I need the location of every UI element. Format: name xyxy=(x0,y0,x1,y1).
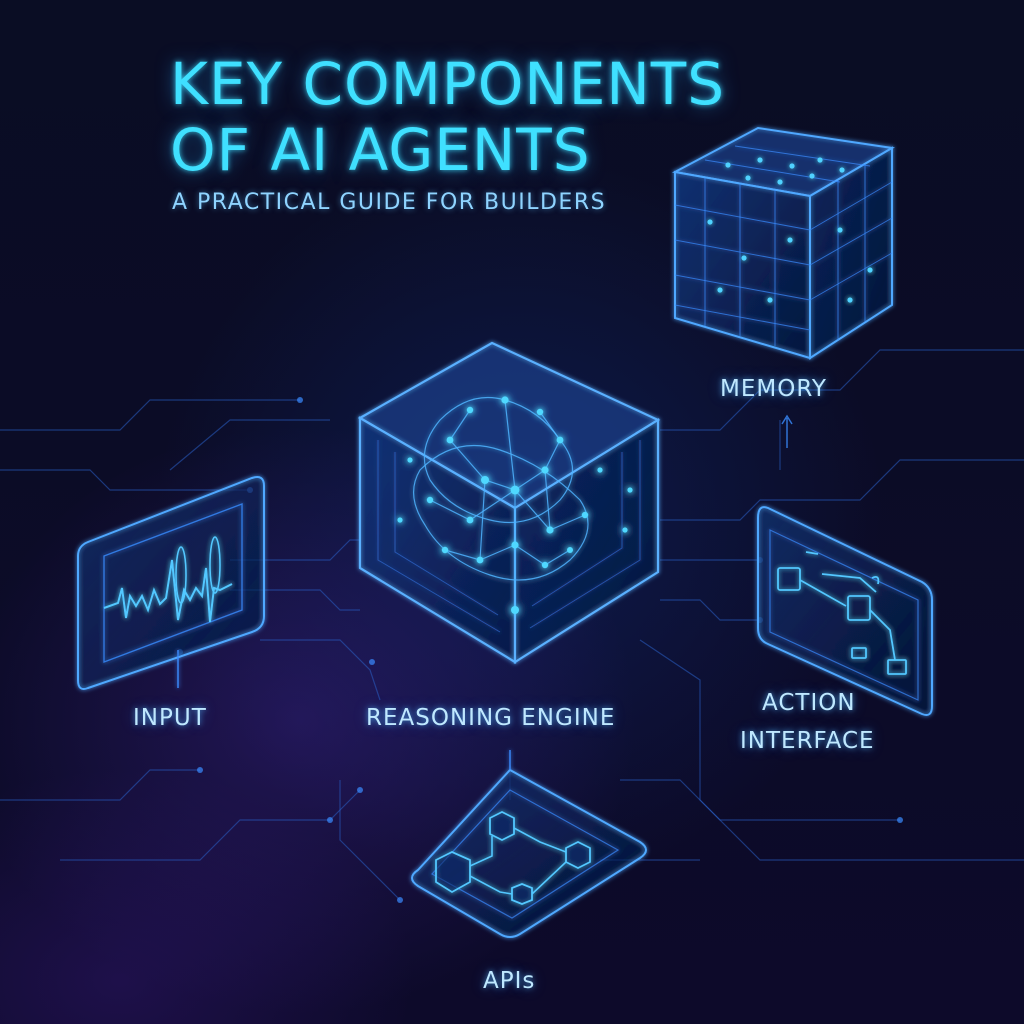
circuit-traces xyxy=(0,349,1024,901)
input-panel-icon xyxy=(77,476,265,690)
action-interface-label-line-2: INTERFACE xyxy=(740,728,875,754)
apis-label: APIs xyxy=(483,968,536,994)
memory-connector xyxy=(781,414,793,448)
memory-label: MEMORY xyxy=(720,376,827,402)
reasoning-cube-icon xyxy=(357,341,661,664)
action-interface-label-line-1: ACTION xyxy=(762,690,856,716)
workflow-diagram xyxy=(777,551,907,675)
apis-diamond-icon xyxy=(411,750,647,938)
memory-cube-icon xyxy=(671,126,895,360)
reasoning-engine-label: REASONING ENGINE xyxy=(366,705,616,731)
subtitle: A PRACTICAL GUIDE FOR BUILDERS xyxy=(172,190,607,215)
connected-blocks xyxy=(435,810,591,905)
title-line-1: KEY COMPONENTS xyxy=(170,50,726,118)
title-line-2: OF AI AGENTS xyxy=(170,116,591,184)
action-panel-icon xyxy=(757,506,933,716)
input-label: INPUT xyxy=(133,705,207,731)
waveform-icon xyxy=(103,559,233,623)
